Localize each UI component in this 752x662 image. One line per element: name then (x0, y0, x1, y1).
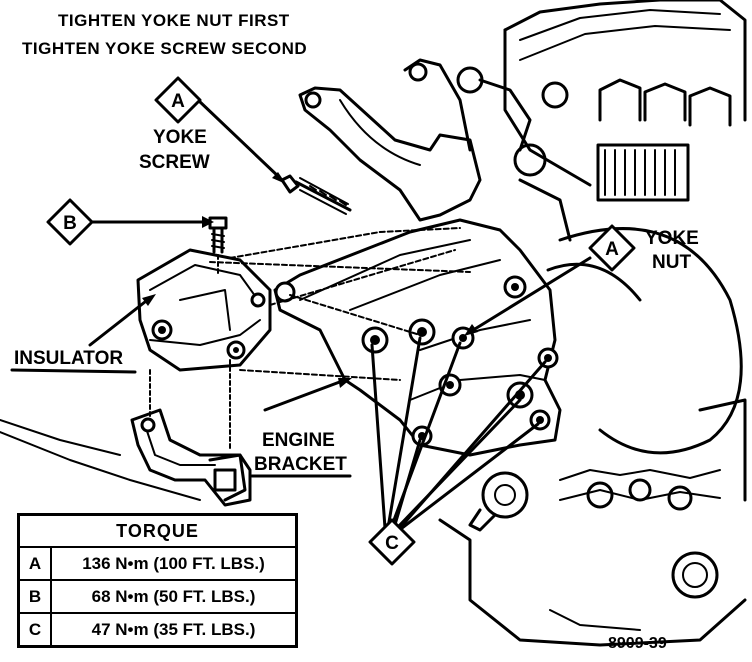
engine-bracket-label-line1: ENGINE (262, 430, 335, 451)
instruction-line-2: TIGHTEN YOKE SCREW SECOND (22, 39, 307, 58)
callout-a-right: A (588, 224, 636, 272)
figure-number: 8909-39 (608, 635, 667, 652)
callout-a-top: A (154, 76, 202, 124)
torque-key: A (17, 546, 52, 581)
torque-value: 136 N•m (100 FT. LBS.) (50, 546, 298, 581)
yoke-nut-label-line1: YOKE (645, 228, 699, 249)
yoke-screw (280, 174, 352, 215)
yoke-screw-label-line1: YOKE (153, 127, 207, 148)
svg-text:B: B (63, 213, 77, 234)
table-row: C 47 N•m (35 FT. LBS.) (17, 612, 298, 648)
leader-lines (10, 98, 592, 530)
yoke-screw-label-line2: SCREW (139, 152, 210, 173)
engine-bracket-label-line2: BRACKET (254, 454, 347, 475)
svg-text:A: A (605, 239, 619, 260)
torque-table-header: TORQUE (17, 513, 298, 548)
torque-key: B (17, 579, 52, 614)
insulator (136, 216, 471, 451)
torque-table-header-row: TORQUE (17, 513, 298, 548)
table-row: B 68 N•m (50 FT. LBS.) (17, 579, 298, 614)
svg-text:C: C (385, 533, 399, 554)
torque-value: 47 N•m (35 FT. LBS.) (50, 612, 298, 648)
table-row: A 136 N•m (100 FT. LBS.) (17, 546, 298, 581)
svg-text:A: A (171, 91, 185, 112)
engine-bracket (273, 218, 562, 532)
torque-value: 68 N•m (50 FT. LBS.) (50, 579, 298, 614)
yoke-nut-label-line2: NUT (652, 252, 691, 273)
rail-bracket (0, 408, 252, 507)
torque-table: TORQUE A 136 N•m (100 FT. LBS.) B 68 N•m… (17, 513, 298, 648)
insulator-label: INSULATOR (14, 348, 123, 369)
instruction-line-1: TIGHTEN YOKE NUT FIRST (58, 11, 290, 30)
engine-block (438, 0, 747, 647)
torque-key: C (17, 612, 52, 648)
callout-c: C (368, 518, 416, 566)
upper-bracket (298, 58, 572, 242)
callout-b: B (46, 198, 94, 246)
